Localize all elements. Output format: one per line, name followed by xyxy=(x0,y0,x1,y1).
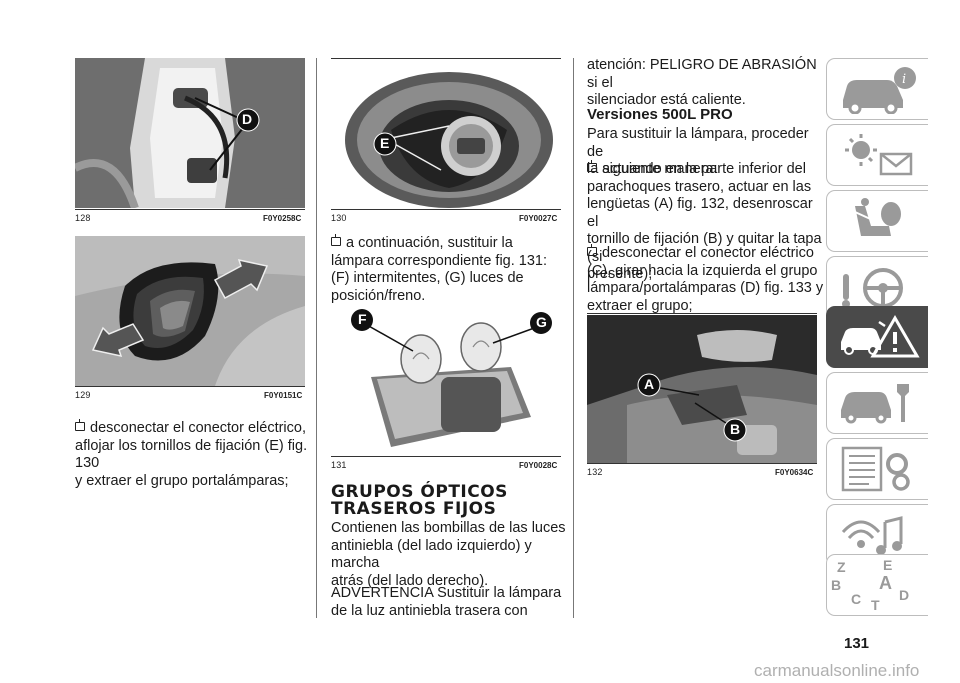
col3-bullet1-line4: tornillo de fijación (B) y quitar la tap… xyxy=(587,231,822,265)
figure-130-code: F0Y0027C xyxy=(519,214,558,223)
col1-bullet-paragraph: desconectar el conector eléctrico, afloj… xyxy=(75,419,320,490)
figure-131-number: 131 xyxy=(331,460,347,470)
bullet-icon xyxy=(587,160,597,172)
col2-bullet1-line2: lámpara correspondiente fig. 131: xyxy=(331,252,548,269)
tab-technical-data[interactable] xyxy=(826,438,928,500)
figure-132-code: F0Y0634C xyxy=(775,468,814,477)
col3-intro-line1: Para sustituir la lámpara, proceder de xyxy=(587,126,809,160)
technical-data-icon xyxy=(841,446,910,492)
tab-index[interactable]: Z E B A C D T xyxy=(826,554,928,616)
col2-paragraph-1: Contienen las bombillas de las luces ant… xyxy=(331,520,571,590)
col3-intro-line2: la siguiente manera: xyxy=(587,161,718,177)
tab-seat-airbag[interactable] xyxy=(826,190,928,252)
figure-132-image: A B xyxy=(587,315,817,463)
figure-130-rule xyxy=(331,209,561,210)
figure-label-b: B xyxy=(730,421,741,437)
tab-emergency[interactable] xyxy=(826,306,928,368)
figure-132-top-rule xyxy=(587,313,817,314)
seat-airbag-icon xyxy=(854,198,901,236)
figure-label-f: F xyxy=(358,311,367,327)
index-letter-z: Z xyxy=(837,559,846,575)
tab-warning-lights[interactable] xyxy=(826,124,928,186)
steering-wheel-icon xyxy=(842,268,903,308)
col2-bullet1-line4: posición/freno. xyxy=(331,287,426,304)
bullet-icon xyxy=(587,244,597,256)
watermark: carmanualsonline.info xyxy=(754,661,920,680)
figure-129-image xyxy=(75,236,305,386)
col3-bullet1-line5: presente); xyxy=(587,266,653,282)
figure-129-code: F0Y0151C xyxy=(264,391,303,400)
col3-continuation: atención: PELIGRO DE ABRASIÓN si el sile… xyxy=(587,57,827,110)
bullet-icon xyxy=(75,419,85,431)
section-heading: GRUPOS ÓPTICOS TRASEROS FIJOS xyxy=(331,484,571,518)
col2-para2-line2: de la luz antiniebla trasera con xyxy=(331,602,528,619)
col3-bullet1-line2: parachoques trasero, actuar en las xyxy=(587,178,812,195)
bullet-icon xyxy=(331,234,341,246)
figure-131-code: F0Y0028C xyxy=(519,461,558,470)
col2-para2-line1: ADVERTENCIA Sustituir la lámpara xyxy=(331,585,562,601)
col2-paragraph-2: ADVERTENCIA Sustituir la lámpara de la l… xyxy=(331,585,571,620)
svg-text:i: i xyxy=(902,72,906,87)
col3-cont-line1: atención: PELIGRO DE ABRASIÓN si el xyxy=(587,57,817,91)
figure-130-image: E xyxy=(331,60,561,208)
figure-129-rule xyxy=(75,386,305,387)
figure-131-image: F G xyxy=(331,307,561,454)
figure-131-rule xyxy=(331,456,561,457)
col3-bullet2-line4: extraer el grupo; xyxy=(587,297,693,314)
page-number: 131 xyxy=(844,635,870,652)
col2-para1-line1: Contienen las bombillas de las luces xyxy=(331,520,566,536)
figure-129-number: 129 xyxy=(75,390,91,400)
col2-bullet1-line3: (F) intermitentes, (G) luces de xyxy=(331,270,524,286)
col2-bullet1-line1: a continuación, sustituir la xyxy=(346,235,513,251)
col3-bullet-2: desconectar el conector eléctrico (C), g… xyxy=(587,244,827,315)
col3-intro: Para sustituir la lámpara, proceder de l… xyxy=(587,126,827,179)
col1-bullet1-line3: y extraer el grupo portalámparas; xyxy=(75,472,289,489)
tab-maintenance[interactable] xyxy=(826,372,928,434)
figure-132-number: 132 xyxy=(587,467,603,477)
index-letter-t: T xyxy=(871,597,880,613)
index-letters-icon: Z E B A C D T xyxy=(827,555,927,615)
column-divider-2 xyxy=(573,58,574,618)
section-heading-line2: TRASEROS FIJOS xyxy=(331,499,497,519)
col1-bullet1-line1: desconectar el conector eléctrico, xyxy=(90,420,306,436)
figure-label-g: G xyxy=(536,314,547,330)
col3-bullet2-line1: desconectar el conector eléctrico xyxy=(602,245,814,261)
col3-bullet2-line3: lámpara/portalámparas (D) fig. 133 y xyxy=(587,280,824,296)
figure-label-a: A xyxy=(644,376,655,392)
col3-bullet-1: actuando en la parte inferior del parach… xyxy=(587,160,827,284)
index-letter-b: B xyxy=(831,577,842,593)
warning-lights-icon xyxy=(845,134,913,176)
multimedia-icon xyxy=(841,516,903,555)
tab-car-info[interactable]: i xyxy=(826,58,928,120)
figure-128-image: D xyxy=(75,58,305,208)
figure-130-top-rule xyxy=(331,58,561,59)
col3-cont-line2: silenciador está caliente. xyxy=(587,92,746,108)
col3-bullet1-line3: lengüetas (A) fig. 132, desenroscar el xyxy=(587,196,813,230)
subsection-heading: Versiones 500L PRO xyxy=(587,106,733,123)
figure-label-e: E xyxy=(380,135,390,151)
figure-130-number: 130 xyxy=(331,213,347,223)
index-letter-c: C xyxy=(851,591,862,607)
car-emergency-icon xyxy=(841,315,920,358)
col3-bullet2-line2: (C), girar hacia la izquierda el grupo xyxy=(587,262,818,279)
col2-bullet-paragraph: a continuación, sustituir la lámpara cor… xyxy=(331,234,571,305)
figure-128-code: F0Y0258C xyxy=(263,214,302,223)
col1-bullet1-line2: aflojar los tornillos de fijación (E) fi… xyxy=(75,437,308,472)
figure-128-rule xyxy=(75,209,305,210)
figure-132-rule xyxy=(587,463,817,464)
index-letter-a: A xyxy=(879,573,892,593)
column-divider-1 xyxy=(316,58,317,618)
col2-para1-line2: antiniebla (del lado izquierdo) y marcha xyxy=(331,537,532,572)
car-maintenance-icon xyxy=(841,384,909,424)
index-letter-d: D xyxy=(899,587,910,603)
figure-128-number: 128 xyxy=(75,213,91,223)
car-info-icon: i xyxy=(843,67,916,114)
col3-bullet1-line1: actuando en la parte inferior del xyxy=(602,161,806,177)
index-letter-e: E xyxy=(883,557,893,573)
figure-label-d: D xyxy=(242,111,253,127)
col2-para1-line3: atrás (del lado derecho). xyxy=(331,572,489,589)
section-heading-line1: GRUPOS ÓPTICOS xyxy=(331,482,508,502)
